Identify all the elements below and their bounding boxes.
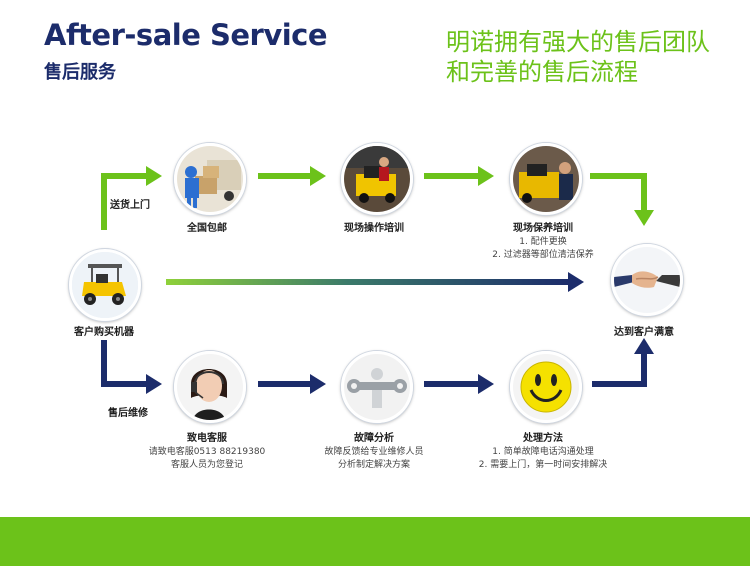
green-arrow-t1-to-t2 [258, 166, 326, 186]
node-b2-note-2: 分析制定解决方案 [337, 460, 411, 470]
node-t3-label: 现场保养培训 [513, 223, 573, 234]
node-b3-solution [510, 351, 582, 423]
node-b3-note-1: 1. 简单故障电话沟通处理 [492, 447, 594, 457]
node-t3-note-1: 1. 配件更换 [519, 237, 567, 247]
node-b2-label: 故障分析 [354, 433, 394, 444]
node-t2-label: 现场操作培训 [344, 223, 404, 234]
node-b2-note-1: 故障反馈给专业维修人员 [324, 447, 424, 457]
middle-arrow-start-to-end [166, 272, 584, 292]
node-b3-notes: 1. 简单故障电话沟通处理 2. 需要上门，第一时间安排解决 [479, 446, 607, 472]
smiley-face-icon [513, 354, 579, 420]
node-b1-notes: 请致电客服0513 88219380 客服人员为您登记 [149, 446, 266, 472]
green-arrow-t2-to-t3 [424, 166, 494, 186]
node-b1-note-2: 客服人员为您登记 [170, 460, 244, 470]
node-t3-note-2: 2. 过滤器等部位清洁保养 [492, 250, 594, 260]
page-subtitle: 售后服务 [44, 62, 116, 83]
node-start-machine [69, 249, 141, 321]
node-t1-shipping [174, 143, 246, 215]
node-t3-maintenance-training [510, 143, 582, 215]
node-b2-fault-analysis [341, 351, 413, 423]
customer-service-agent-icon [177, 354, 243, 420]
delivery-truck-icon [177, 146, 243, 212]
slogan-line-1: 明诺拥有强大的售后团队 [446, 28, 710, 56]
node-b1-call-service [174, 351, 246, 423]
maintenance-training-photo-icon [513, 146, 579, 212]
branch-label-delivery: 送货上门 [110, 200, 150, 211]
node-b1-note-1: 请致电客服0513 88219380 [148, 447, 266, 457]
handshake-icon [614, 247, 680, 313]
node-end-satisfied [611, 244, 683, 316]
node-b1-label: 致电客服 [187, 433, 227, 444]
node-t3-notes: 1. 配件更换 2. 过滤器等部位清洁保养 [492, 236, 593, 262]
navy-arrow-start-to-b1 [101, 340, 162, 394]
sweeper-machine-icon [72, 252, 138, 318]
slogan-line-2: 和完善的售后流程 [446, 58, 638, 86]
node-b3-label: 处理方法 [523, 433, 563, 444]
navy-arrow-b1-to-b2 [258, 374, 326, 394]
node-t1-label: 全国包邮 [187, 223, 227, 234]
bottom-green-bar [0, 517, 750, 566]
page-title: After-sale Service [44, 18, 328, 52]
branch-label-repair: 售后维修 [108, 408, 148, 419]
node-end-label: 达到客户满意 [614, 327, 674, 338]
node-start-label: 客户购买机器 [74, 327, 134, 338]
operation-training-photo-icon [344, 146, 410, 212]
node-b2-notes: 故障反馈给专业维修人员 分析制定解决方案 [324, 446, 423, 472]
node-t2-operation-training [341, 143, 413, 215]
green-arrow-start-to-t1 [101, 166, 162, 230]
navy-arrow-b3-to-end [592, 338, 654, 387]
node-b3-note-2: 2. 需要上门，第一时间安排解决 [478, 460, 608, 470]
green-arrow-t3-to-end [590, 173, 654, 226]
navy-arrow-b2-to-b3 [424, 374, 494, 394]
wrench-person-icon [344, 354, 410, 420]
